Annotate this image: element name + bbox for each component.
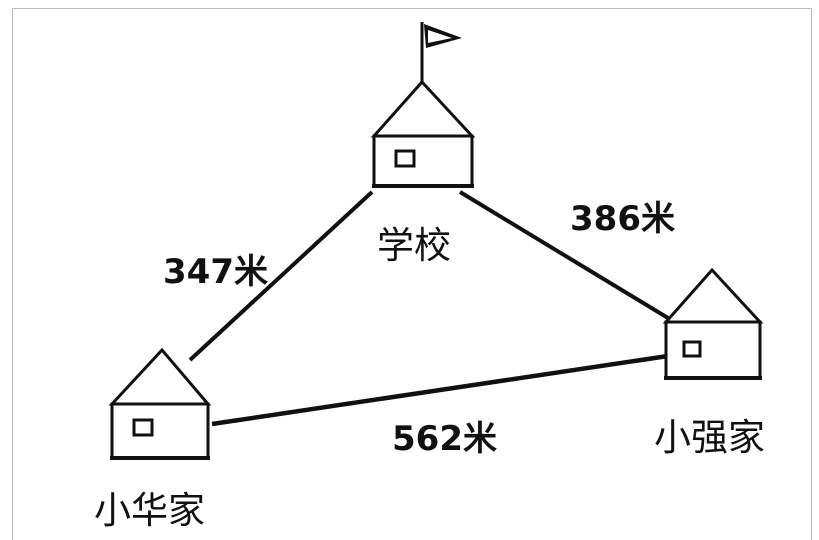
distance-label-xiaohua-xiaoqiang: 562米 [392,419,497,459]
xiaoqiang-house [662,267,764,380]
school-walls [372,134,474,188]
distance-label-school-xiaohua: 347米 [163,252,268,292]
road-school-xiaoqiang [458,190,670,320]
xiaohua-window [132,418,154,437]
school-roof [370,79,476,138]
road-school-xiaohua [188,190,374,362]
xiaohua-home-label: 小华家 [94,489,205,532]
road-xiaohua-xiaoqiang [211,353,669,427]
school-label: 学校 [377,224,451,267]
diagram-frame [12,8,812,540]
xiaoqiang-window [682,340,702,358]
school-window [394,149,416,168]
xiaoqiang-walls [664,320,762,380]
school-building [370,22,476,188]
xiaohua-house [108,347,212,460]
xiaohua-walls [110,402,210,460]
xiaoqiang-home-label: 小强家 [654,416,765,459]
xiaoqiang-roof [662,267,764,324]
distance-label-school-xiaoqiang: 386米 [570,199,675,239]
